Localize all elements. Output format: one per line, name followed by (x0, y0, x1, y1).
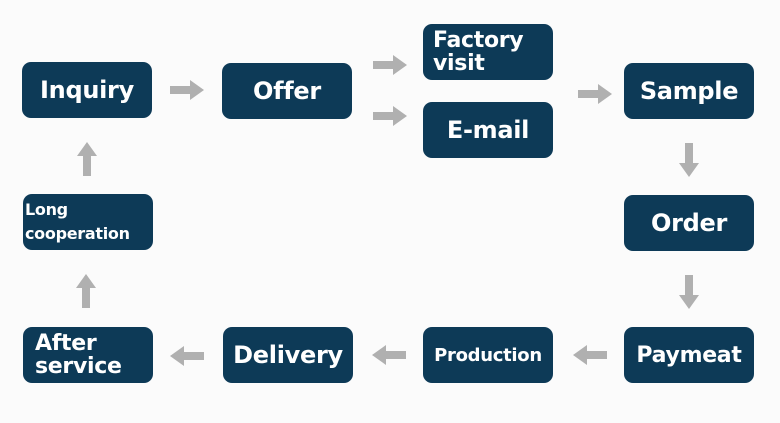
node-after-service: After service (23, 327, 153, 383)
node-email: E-mail (423, 102, 553, 158)
node-label: Order (650, 209, 728, 237)
node-label: E-mail (446, 116, 530, 144)
arrow-right-icon (373, 106, 407, 126)
node-order: Order (624, 195, 754, 251)
arrow-left-icon (170, 346, 204, 366)
node-inquiry: Inquiry (22, 62, 152, 118)
arrow-up-icon (77, 142, 97, 176)
arrow-right-icon (578, 84, 612, 104)
arrow-right-icon (373, 55, 407, 75)
arrow-left-icon (573, 345, 607, 365)
arrow-down-icon (679, 275, 699, 309)
node-label-line1: Factory (433, 28, 524, 53)
node-paymeat: Paymeat (624, 327, 754, 383)
arrow-down-icon (679, 143, 699, 177)
node-label-line2: service (35, 354, 122, 379)
node-label: Paymeat (636, 342, 742, 368)
node-label: Inquiry (40, 76, 134, 104)
node-long-cooperation: Long cooperation (23, 194, 153, 250)
node-label-line1: Long (25, 200, 68, 219)
node-sample: Sample (624, 63, 754, 119)
arrow-left-icon (372, 345, 406, 365)
arrow-right-icon (170, 80, 204, 100)
node-delivery: Delivery (223, 327, 353, 383)
node-production: Production (423, 327, 553, 383)
node-label: Delivery (233, 341, 343, 369)
node-factory-visit: Factory visit (423, 24, 553, 80)
node-label: Offer (253, 77, 321, 105)
node-offer: Offer (222, 63, 352, 119)
node-label: Sample (639, 77, 739, 105)
node-label-line2: visit (433, 51, 485, 76)
node-label-line1: After (35, 331, 97, 356)
node-label-line2: cooperation (25, 224, 130, 243)
node-label: Production (434, 344, 542, 366)
arrow-up-icon (76, 274, 96, 308)
